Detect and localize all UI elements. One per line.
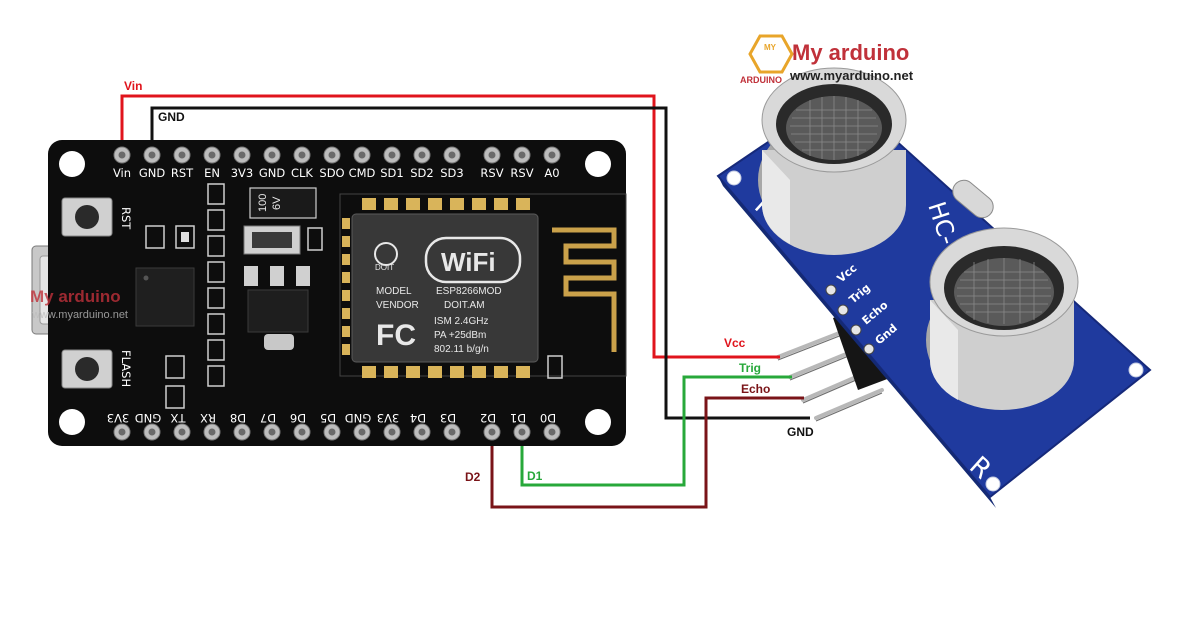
label-gnd-top: GND (158, 110, 185, 124)
esp8266-module: WiFi DOIT MODEL VENDOR FC ESP8266MOD DOI… (339, 193, 627, 379)
top-pin-label: RST (171, 166, 194, 180)
doit-logo: DOIT (375, 263, 394, 272)
top-pin-label: CLK (291, 166, 313, 180)
watermark-left: My arduino www.myarduino.net (30, 287, 128, 321)
watermark-top-name: My arduino (792, 40, 909, 65)
wire-trig (520, 375, 792, 487)
label-vin: Vin (124, 79, 142, 93)
bottom-pin-label: GND (345, 411, 372, 425)
bottom-pin-label: 3V3 (377, 411, 400, 425)
label-d2: D2 (465, 470, 481, 484)
wire-gnd (150, 106, 810, 420)
top-pin-label: 3V3 (231, 166, 254, 180)
bottom-pin-label: D5 (320, 411, 336, 425)
label-vcc: Vcc (724, 336, 746, 350)
transducer-t (758, 67, 907, 255)
cap-label-100: 100 (257, 194, 269, 212)
module-line-3: ISM 2.4GHz (434, 316, 488, 327)
bottom-pin-label: RX (200, 411, 216, 425)
bottom-pin-label: D6 (290, 411, 306, 425)
top-pin-label: CMD (349, 166, 376, 180)
bottom-pin-label: D8 (230, 411, 246, 425)
module-line-2: DOIT.AM (444, 300, 485, 311)
watermark-left-url: www.myarduino.net (31, 309, 128, 321)
flash-button-label: FLASH (119, 350, 133, 387)
watermark-top-url: www.myarduino.net (789, 68, 914, 83)
bottom-pin-label: D7 (260, 411, 276, 425)
flash-button: FLASH (61, 349, 133, 389)
top-pin-label: RSV (480, 166, 503, 180)
watermark-left-name: My arduino (30, 287, 121, 306)
bottom-pin-label: D2 (480, 411, 496, 425)
label-gnd-right: GND (787, 425, 814, 439)
wire-vin (120, 94, 780, 359)
vendor-label: VENDOR (376, 300, 419, 311)
bottom-pin-label: 3V3 (107, 411, 130, 425)
top-pin-label: EN (204, 166, 220, 180)
bottom-pin-label: D0 (540, 411, 556, 425)
watermark-top: MY ARDUINO My arduino www.myarduino.net (740, 34, 914, 85)
top-pin-label: GND (139, 166, 166, 180)
top-pin-label: A0 (544, 166, 559, 180)
myarduino-logo (748, 34, 794, 74)
bottom-pin-label: GND (135, 411, 162, 425)
wire-echo (490, 396, 804, 509)
bottom-pin-label: TX (170, 411, 186, 425)
rst-button-label: RST (119, 207, 133, 230)
top-pin-label: Vin (113, 166, 131, 180)
label-trig: Trig (739, 361, 761, 375)
bottom-pin-label: D4 (410, 411, 426, 425)
model-label: MODEL (376, 286, 412, 297)
ultrasonic-sensor: T R HC- Vcc Trig Echo Gnd (716, 67, 1152, 508)
bottom-pin-label: D3 (440, 411, 456, 425)
cap-label-6v: 6V (271, 196, 283, 210)
rst-button: RST (61, 197, 133, 237)
bottom-header-pins: 3V3 GND TX RX D8 D7 D6 D5 GND 3V3 D4 D3 D2 D1 D0 (107, 411, 561, 441)
label-echo: Echo (741, 382, 770, 396)
top-pin-label: RSV (510, 166, 533, 180)
module-line-4: PA +25dBm (434, 330, 486, 341)
top-pin-label: SDO (319, 166, 344, 180)
top-pin-label: SD2 (410, 166, 433, 180)
module-line-1: ESP8266MOD (436, 286, 502, 297)
top-pin-label: SD1 (380, 166, 403, 180)
sensor-header-pins (776, 330, 884, 420)
esp-shield (351, 213, 539, 363)
bottom-pin-label: D1 (510, 411, 526, 425)
antenna-trace (552, 227, 617, 352)
sensor-crystal (952, 179, 994, 219)
top-pin-label: GND (259, 166, 286, 180)
label-d1: D1 (527, 469, 543, 483)
transducer-r (926, 227, 1079, 410)
wifi-logo: WiFi (441, 247, 496, 277)
top-header-pins: Vin GND RST EN 3V3 GND CLK SDO CMD SD1 SD2 SD3 RSV RS… (113, 146, 561, 180)
logo-arduino-text: ARDUINO (740, 75, 782, 85)
module-line-5: 802.11 b/g/n (434, 344, 489, 355)
top-pin-label: SD3 (440, 166, 463, 180)
smd-components: 100 6V (135, 183, 323, 409)
logo-small-text: MY (764, 43, 777, 52)
fc-mark: FC (376, 319, 416, 352)
wire-labels: Vin GND Vcc Trig Echo GND D2 D1 (124, 79, 814, 484)
wires (120, 94, 810, 509)
